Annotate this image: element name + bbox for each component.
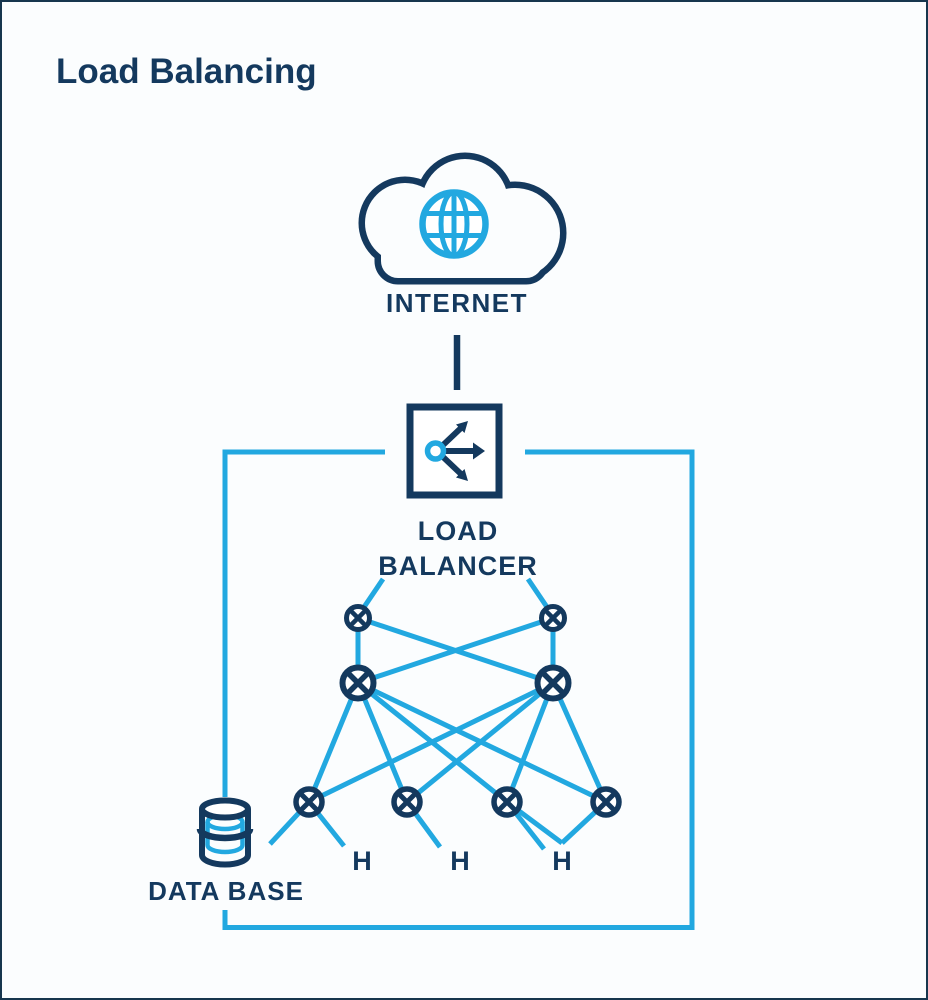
network-node-top-2 (539, 604, 567, 632)
cloud-icon (358, 152, 567, 285)
internet-label: INTERNET (386, 288, 528, 318)
network-nodes (293, 604, 622, 818)
traffic-split-icon (424, 421, 485, 481)
network-node-mid-2 (534, 664, 572, 702)
database-icon (196, 797, 254, 868)
network-node-bottom-3 (491, 786, 523, 818)
host-label-2: H (450, 846, 470, 876)
globe-icon (419, 189, 489, 259)
host-label-3: H (552, 846, 572, 876)
network-node-top-1 (344, 604, 372, 632)
network-node-bottom-4 (590, 786, 622, 818)
load-balancer-icon (406, 403, 503, 499)
host-label-1: H (352, 846, 372, 876)
network-node-bottom-2 (391, 786, 423, 818)
network-edges (268, 577, 609, 851)
load-balancer-label-line1: LOAD (417, 516, 499, 546)
flow-rectangle-left (222, 449, 385, 797)
flow-rectangle (222, 449, 695, 930)
load-balancer-label-line2: BALANCER (378, 551, 538, 581)
network-node-bottom-1 (293, 786, 325, 818)
database-label: DATA BASE (148, 876, 304, 906)
flow-rectangle-bottom-right (222, 449, 695, 930)
network-node-mid-1 (339, 664, 377, 702)
load-balancer-label: LOAD BALANCER (378, 514, 538, 584)
page-title: Load Balancing (56, 52, 317, 91)
